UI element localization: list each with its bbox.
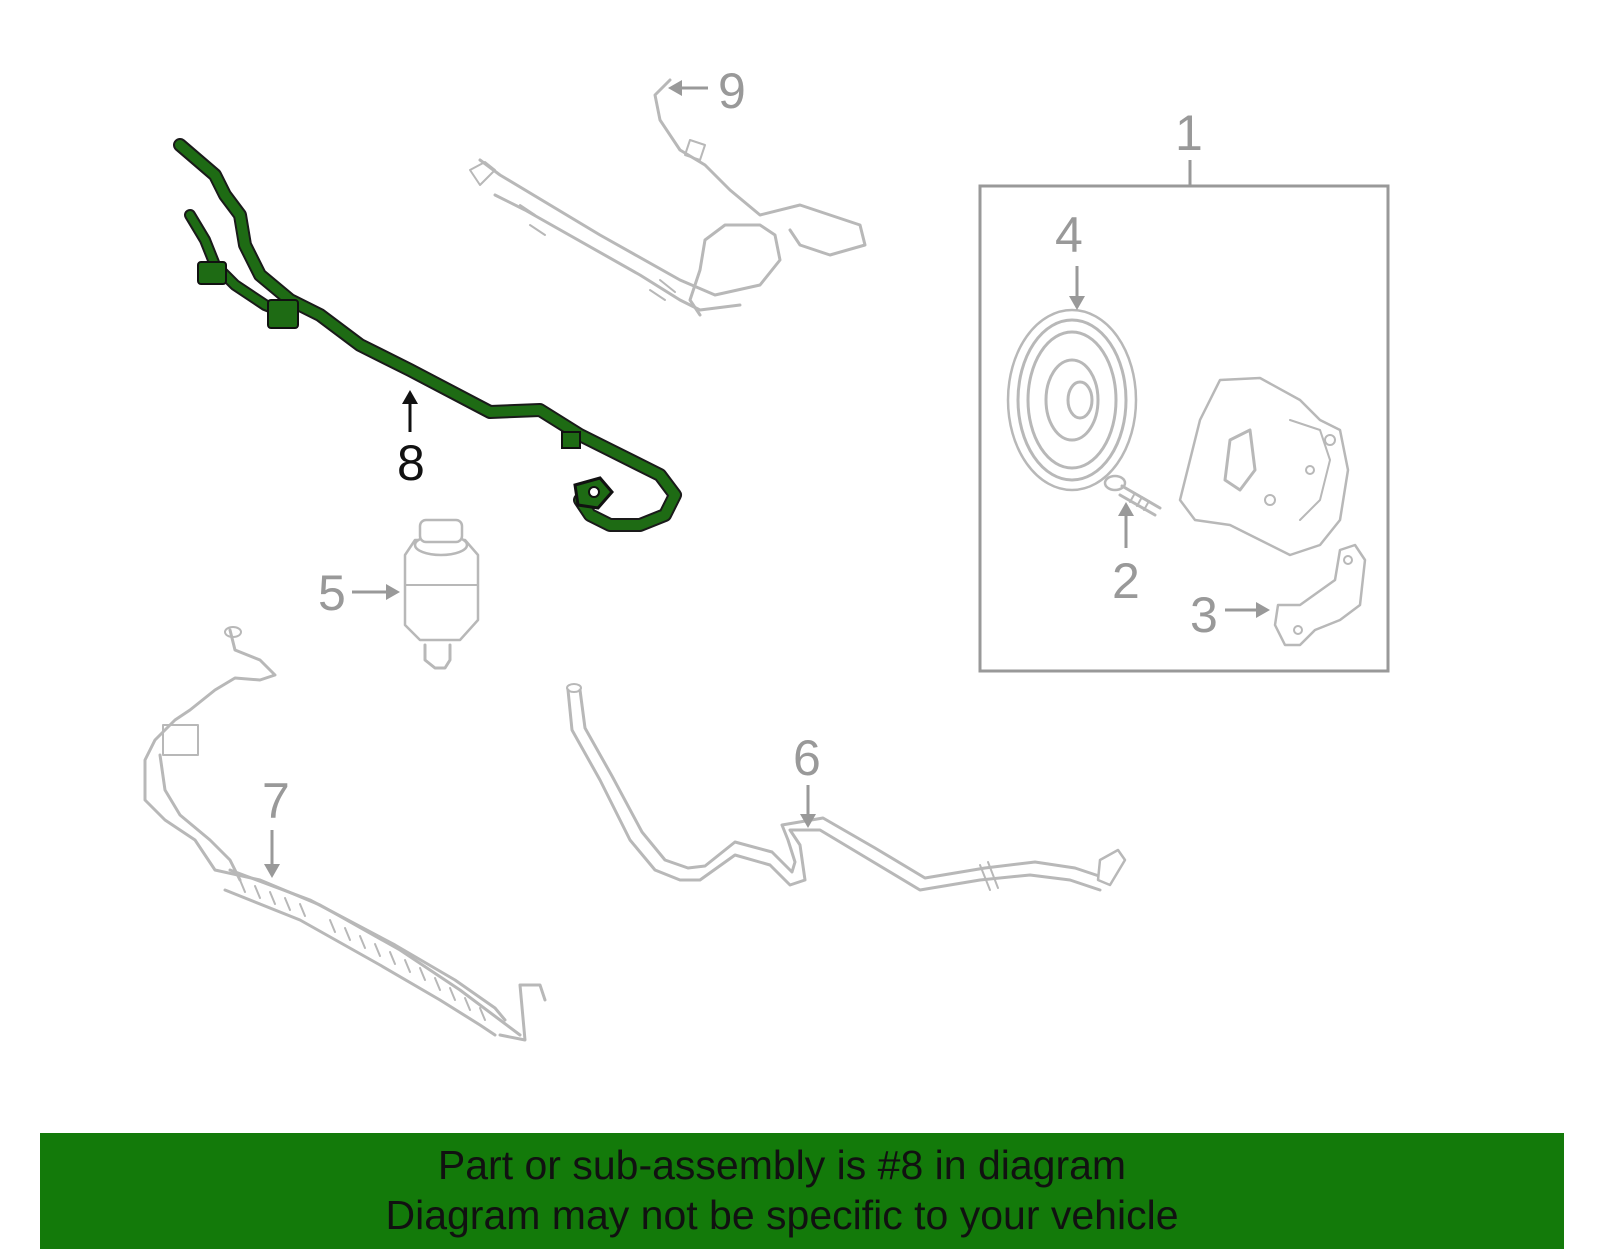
callout-7: 7: [262, 773, 290, 829]
callout-8: 8: [397, 435, 425, 491]
part-3-bracket[interactable]: [1273, 543, 1367, 647]
part-2-bolt[interactable]: [1103, 474, 1162, 517]
callout-9: 9: [718, 63, 746, 119]
part-9-hose-assembly[interactable]: [469, 78, 867, 317]
part-7-cooler[interactable]: [143, 626, 547, 1042]
pump-body: [1178, 376, 1350, 557]
callout-6: 6: [793, 730, 821, 786]
callout-1: 1: [1175, 105, 1203, 161]
callout-4: 4: [1055, 207, 1083, 263]
banner-line-2: Diagram may not be specific to your vehi…: [385, 1192, 1179, 1238]
part-1-pump-assembly[interactable]: [978, 160, 1390, 673]
part-5-reservoir[interactable]: [403, 518, 480, 670]
callout-5: 5: [318, 565, 346, 621]
banner-line-1: Part or sub-assembly is #8 in diagram: [437, 1142, 1127, 1188]
callout-arrows: [264, 80, 1270, 878]
part-6-return-line[interactable]: [566, 683, 1127, 892]
part-8-pressure-hose[interactable]: [173, 138, 682, 532]
callout-2: 2: [1112, 553, 1140, 609]
part-4-pulley[interactable]: [1006, 308, 1138, 492]
info-banner: Part or sub-assembly is #8 in diagram Di…: [40, 1133, 1564, 1249]
callout-3: 3: [1190, 587, 1218, 643]
